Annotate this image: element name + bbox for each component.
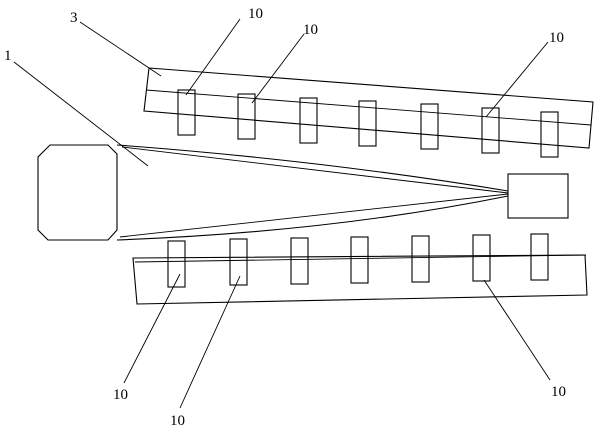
lower-block: [229, 238, 248, 286]
label-part-10-bottom-3: 10: [551, 384, 566, 400]
lower-blocks: [167, 233, 549, 288]
leader-1: [13, 61, 149, 167]
head-block: [37, 144, 118, 241]
label-part-10-bottom-1: 10: [113, 387, 128, 403]
leader-10-bottom-2: [179, 275, 241, 409]
lower-block: [167, 240, 186, 288]
upper-bar: [143, 67, 594, 149]
lower-block: [472, 234, 491, 282]
label-part-1: 1: [4, 48, 12, 64]
upper-block: [299, 97, 318, 144]
lower-block: [350, 236, 369, 284]
upper-block: [481, 107, 500, 154]
lower-block: [411, 235, 430, 283]
lower-bar: [132, 254, 588, 305]
lower-bar-centerline: [134, 254, 587, 263]
leader-10-top-1: [185, 18, 241, 96]
upper-blocks: [177, 89, 559, 158]
leader-10-top-2: [251, 33, 305, 104]
leader-lines: [13, 18, 551, 409]
label-part-10-top-2: 10: [303, 22, 318, 38]
label-part-3: 3: [70, 10, 78, 26]
leader-10-bottom-3: [483, 279, 551, 381]
leader-3: [79, 21, 162, 77]
tapering-body: [116, 144, 509, 241]
label-part-10-bottom-2: 10: [170, 413, 185, 429]
upper-block: [540, 111, 559, 158]
lower-block: [530, 233, 549, 281]
upper-block: [237, 93, 256, 140]
lower-block: [290, 237, 309, 285]
upper-bar-centerline: [145, 89, 592, 126]
upper-block: [177, 89, 196, 136]
label-part-10-top-3: 10: [549, 30, 564, 46]
upper-block: [420, 103, 439, 150]
leader-10-top-3: [485, 41, 549, 118]
leader-10-bottom-1: [123, 273, 181, 384]
tip-block: [507, 173, 569, 219]
upper-block: [358, 100, 377, 147]
label-part-10-top-1: 10: [248, 6, 263, 22]
